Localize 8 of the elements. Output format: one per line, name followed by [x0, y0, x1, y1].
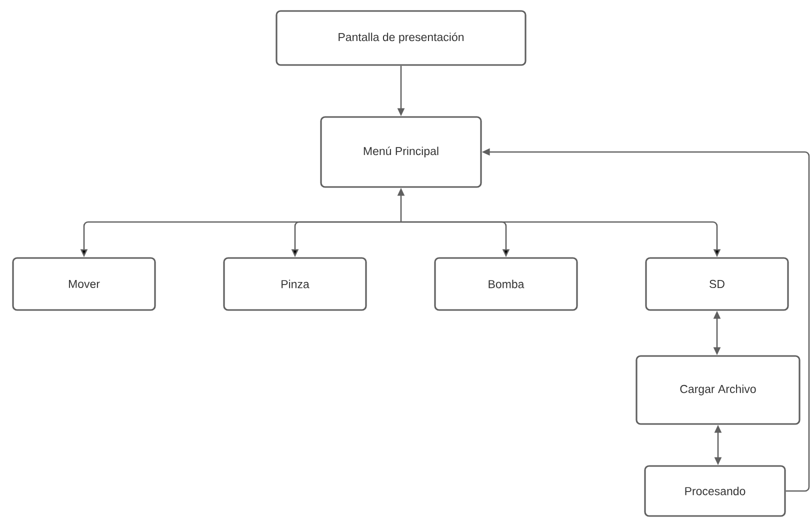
process-box: Menú Principal — [320, 116, 482, 188]
process-box: Pinza — [223, 257, 367, 311]
process-box: Cargar Archivo — [636, 355, 800, 425]
process-box: Bomba — [434, 257, 578, 311]
process-box: Mover — [12, 257, 156, 311]
process-box: SD — [645, 257, 789, 311]
process-box: Pantalla de presentación — [276, 10, 526, 66]
process-box: Procesando — [644, 465, 786, 517]
